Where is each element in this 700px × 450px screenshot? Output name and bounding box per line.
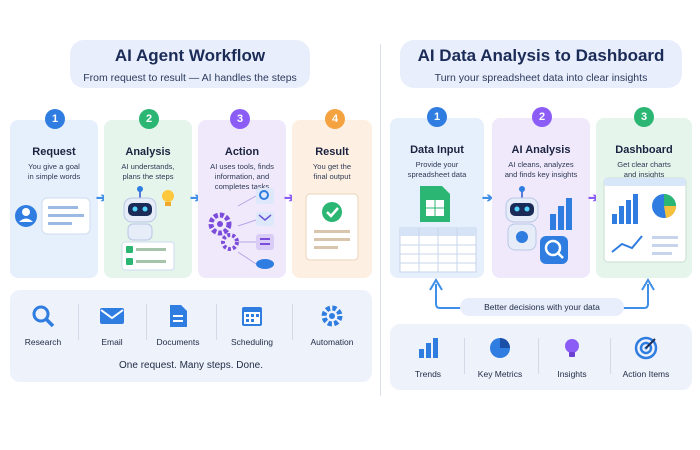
- step-badge-2: 2: [532, 107, 552, 127]
- step-badge-4: 4: [325, 109, 345, 129]
- separator: [610, 338, 611, 374]
- arrow-right-icon: ➔: [588, 190, 599, 205]
- spreadsheet-icon: [399, 186, 477, 273]
- user-request-illustration: [15, 197, 91, 235]
- step-badge-3: 3: [230, 109, 250, 129]
- lightbulb-icon: [565, 339, 579, 357]
- search-icon: [32, 305, 55, 328]
- separator: [216, 304, 217, 340]
- separator: [464, 338, 465, 374]
- output-insights: Insights: [542, 336, 602, 379]
- gear-icon: [321, 305, 343, 327]
- step-title: Action: [224, 146, 260, 158]
- robot-analysis-icon: [505, 186, 572, 264]
- step-card-dashboard: Dashboard Get clear charts and insights: [596, 118, 692, 278]
- step-badge-1: 1: [45, 109, 65, 129]
- loop-label: Better decisions with your data: [460, 298, 624, 316]
- arrow-right-icon: ➔: [190, 190, 201, 205]
- document-icon: [170, 305, 187, 327]
- step-card-analysis: Analysis AI understands, plans the steps: [104, 120, 192, 278]
- step-card-request: Request You give a goal in simple words: [10, 120, 98, 278]
- left-title-pill: AI Agent Workflow From request to result…: [70, 40, 310, 88]
- dashboard-icon: [603, 177, 687, 263]
- step-card-result: Result You get the final output: [292, 120, 372, 278]
- step-badge-1: 1: [427, 107, 447, 127]
- tool-scheduling: Scheduling: [222, 304, 282, 347]
- result-document-icon: [305, 193, 359, 261]
- section-divider: [380, 44, 381, 396]
- tool-research: Research: [13, 304, 73, 347]
- tools-illustration: [208, 188, 274, 269]
- step-title: Request: [32, 146, 76, 158]
- tool-documents: Documents: [148, 304, 208, 347]
- output-key-metrics: Key Metrics: [470, 336, 530, 379]
- tagline: One request. Many steps. Done.: [119, 360, 263, 371]
- tool-email: Email: [82, 304, 142, 347]
- right-subtitle: Turn your spreadsheet data into clear in…: [434, 72, 648, 84]
- separator: [292, 304, 293, 340]
- right-title: AI Data Analysis to Dashboard: [417, 46, 665, 65]
- output-action-items: Action Items: [616, 336, 676, 379]
- step-title: AI Analysis: [511, 144, 571, 156]
- step-badge-3: 3: [634, 107, 654, 127]
- separator: [146, 304, 147, 340]
- arrow-right-icon: ➔: [96, 190, 107, 205]
- step-title: Result: [315, 146, 349, 158]
- bar-chart-icon: [419, 338, 438, 358]
- robot-icon: [121, 186, 175, 271]
- step-title: Dashboard: [615, 144, 673, 156]
- outputs-bar: Trends Key Metrics Insights Action Items: [390, 324, 692, 390]
- arrow-right-icon: ➔: [482, 190, 493, 205]
- target-icon: [634, 336, 658, 360]
- pie-chart-icon: [490, 338, 510, 358]
- calendar-icon: [242, 307, 262, 326]
- separator: [78, 304, 79, 340]
- step-card-ai-analysis: AI Analysis AI cleans, analyzes and find…: [492, 118, 590, 278]
- output-trends: Trends: [398, 336, 458, 379]
- step-title: Data Input: [410, 144, 464, 156]
- tools-bar: Research Email Documents Scheduling Auto…: [10, 290, 372, 382]
- step-card-action: Action AI uses tools, finds information,…: [198, 120, 286, 278]
- mail-icon: [100, 308, 124, 324]
- arrow-right-icon: ➔: [284, 190, 295, 205]
- step-title: Analysis: [125, 146, 171, 158]
- tool-automation: Automation: [302, 304, 362, 347]
- separator: [538, 338, 539, 374]
- feedback-loop-arrow: [429, 278, 655, 309]
- left-subtitle: From request to result — AI handles the …: [83, 72, 297, 84]
- right-title-pill: AI Data Analysis to Dashboard Turn your …: [400, 40, 682, 88]
- step-badge-2: 2: [139, 109, 159, 129]
- step-card-data-input: Data Input Provide your spreadsheet data: [390, 118, 484, 278]
- left-title: AI Agent Workflow: [114, 46, 266, 65]
